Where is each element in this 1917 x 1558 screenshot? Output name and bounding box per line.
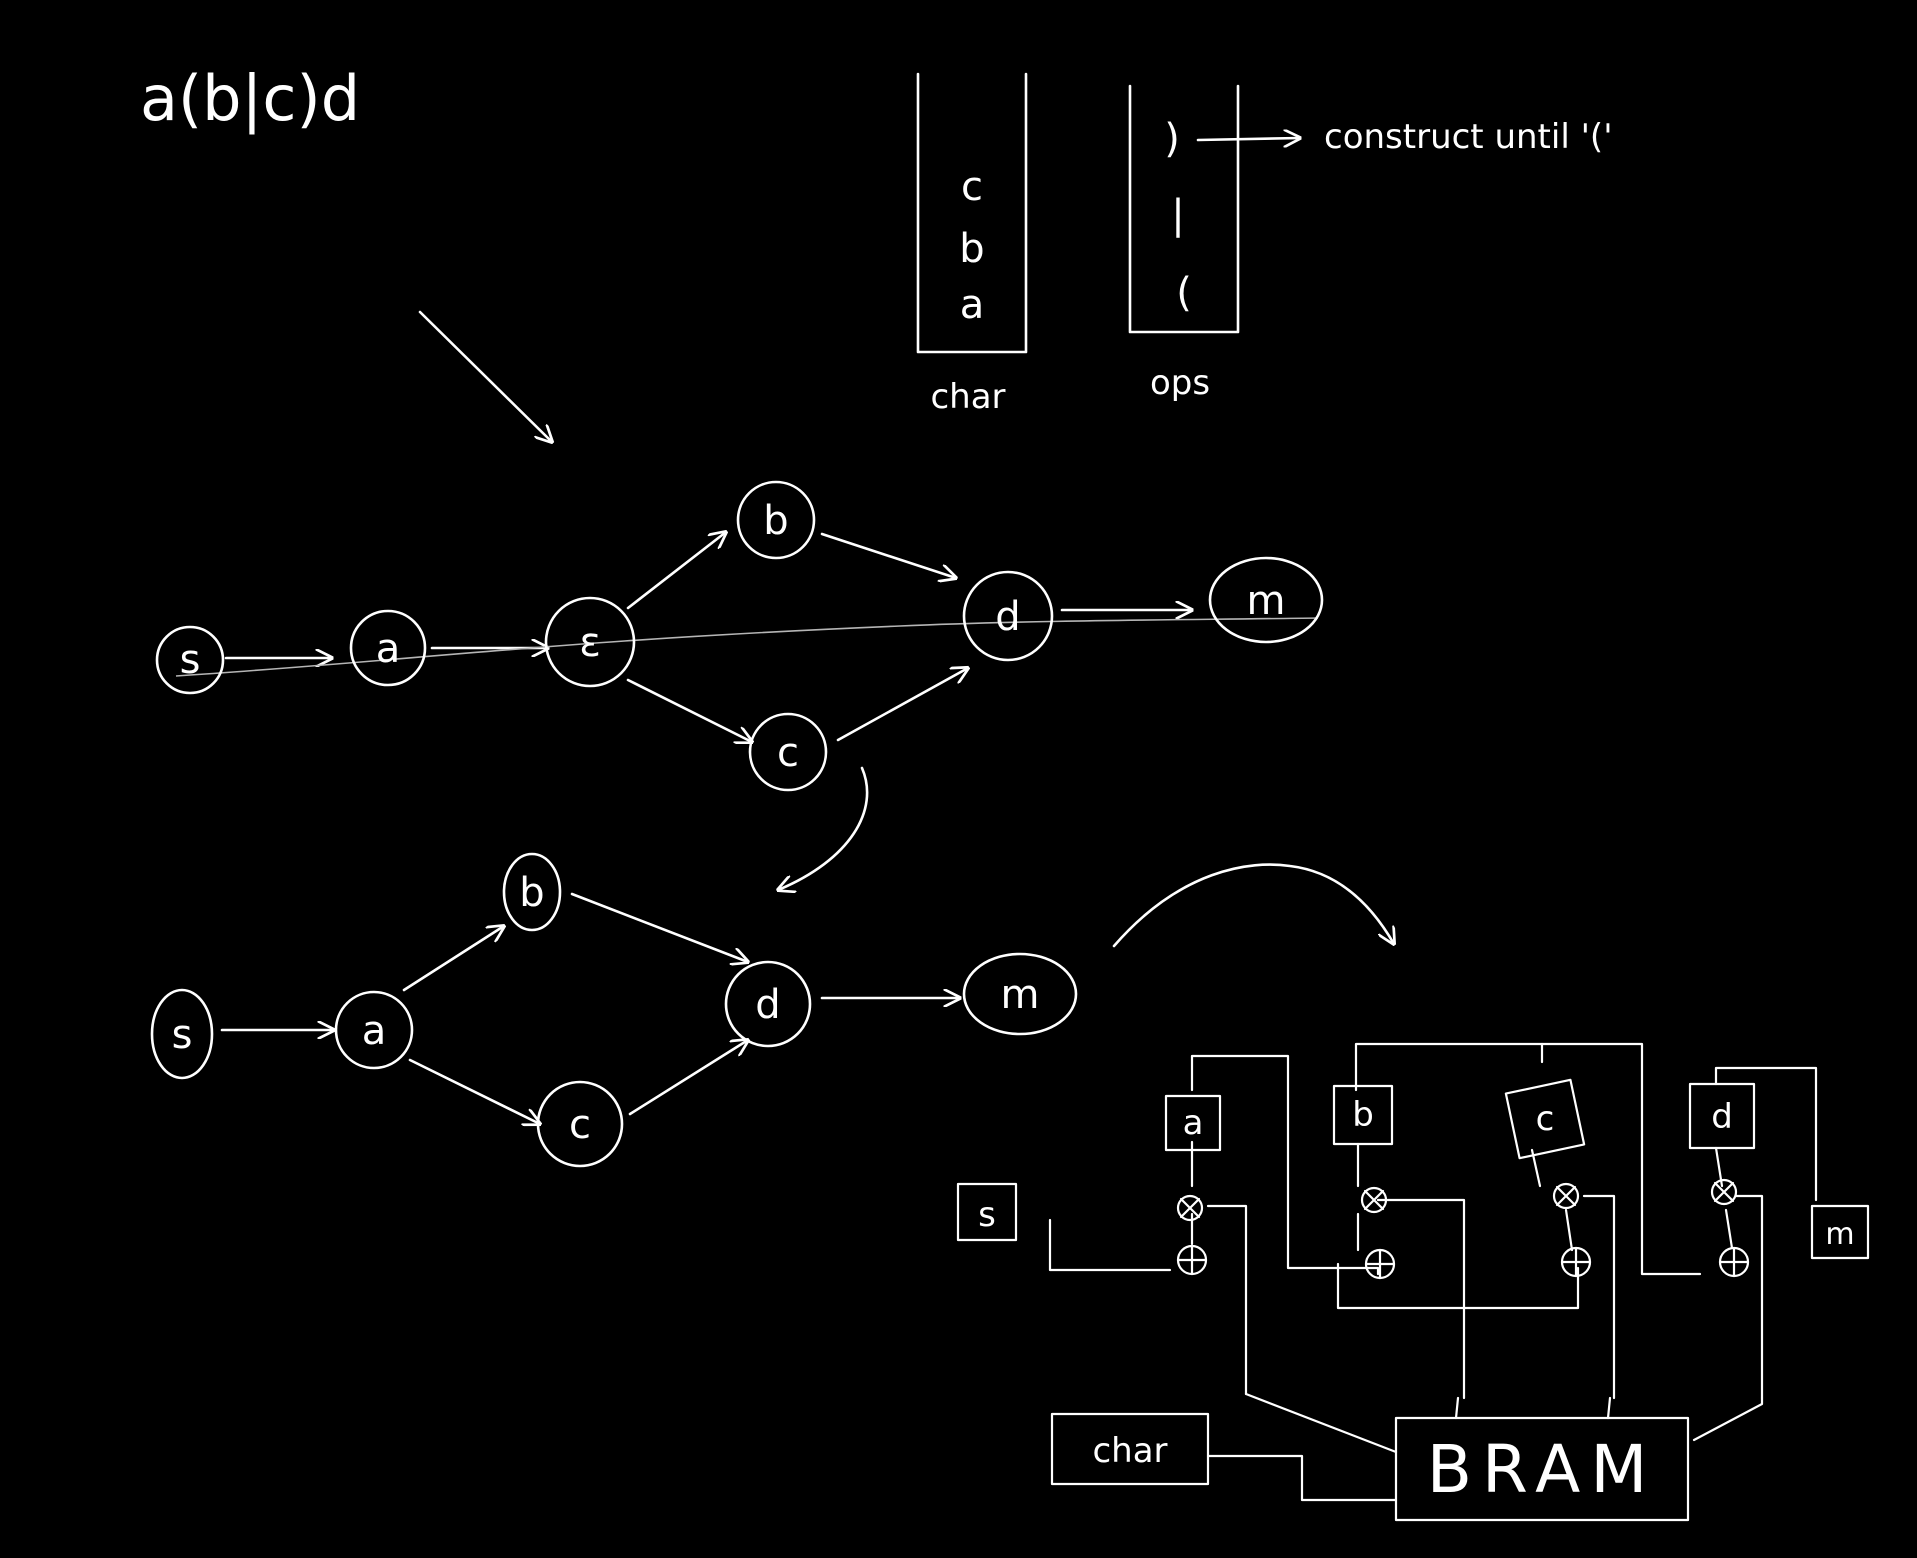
wire: [1190, 1054, 1380, 1276]
hardware-arrow: [1112, 863, 1394, 946]
wire: [1244, 1392, 1398, 1454]
or-gate: [1364, 1248, 1396, 1280]
transform-arrow: [418, 310, 552, 442]
state-b: [736, 480, 816, 560]
state-a-label: a: [376, 626, 401, 672]
wire: [1714, 1066, 1818, 1202]
state-b-label: b: [519, 870, 544, 916]
edge-b-d: [820, 532, 956, 578]
state-m: [962, 952, 1078, 1036]
construct-note: construct until '(': [1324, 117, 1613, 157]
state-m-label: m: [1247, 578, 1286, 624]
block-s-label: s: [978, 1195, 996, 1235]
char-stack: c b a char: [916, 72, 1028, 417]
state-a: [349, 609, 427, 687]
edge-a-c: [408, 1058, 540, 1124]
block-a-label: a: [1183, 1103, 1204, 1143]
bram-block: [1394, 1416, 1690, 1522]
wire: [1692, 1396, 1764, 1442]
ops-stack-item: (: [1176, 270, 1192, 316]
trace-line: [175, 617, 1319, 677]
ops-stack-item: |: [1171, 192, 1184, 238]
edge-b-d: [570, 892, 748, 962]
char-stack-label: char: [930, 377, 1005, 417]
and-gate: [1552, 1182, 1580, 1210]
edge-eps-b: [626, 532, 726, 610]
state-epsilon: [544, 596, 636, 688]
wire: [1734, 1194, 1764, 1400]
block-a: [1164, 1094, 1222, 1152]
char-stack-item: a: [960, 282, 985, 328]
ops-stack: ) | ( ops: [1128, 84, 1240, 403]
state-m-label: m: [1001, 972, 1040, 1018]
block-d-label: d: [1711, 1097, 1733, 1137]
state-s: [155, 625, 225, 695]
state-a-label: a: [362, 1008, 387, 1054]
edge-a-b: [402, 926, 504, 992]
ops-stack-item: ): [1164, 116, 1180, 162]
epsilon-nfa: s a ε b c d m: [155, 480, 1324, 792]
wire: [1048, 1218, 1172, 1272]
construct-arrow: [1196, 138, 1300, 140]
wire: [1206, 1454, 1398, 1502]
wire: [1454, 1396, 1460, 1420]
state-c: [748, 712, 828, 792]
char-input-block: [1050, 1412, 1210, 1486]
regex-title: a(b|c)d: [140, 62, 360, 136]
block-b-label: b: [1352, 1095, 1374, 1135]
state-d: [962, 570, 1054, 662]
state-s: [150, 988, 214, 1080]
reduced-nfa: s a b c d m: [150, 852, 1078, 1168]
char-stack-item: b: [959, 226, 984, 272]
block-m-label: m: [1825, 1217, 1854, 1252]
state-d-label: d: [755, 982, 780, 1028]
state-s-label: s: [180, 637, 201, 683]
state-c: [536, 1080, 624, 1168]
wire: [1606, 1396, 1612, 1420]
edge-eps-c: [626, 678, 752, 742]
wire: [1336, 1262, 1580, 1310]
state-c-label: c: [569, 1102, 591, 1148]
and-gate: [1360, 1186, 1388, 1214]
wire: [1376, 1198, 1466, 1400]
bram-label: BRAM: [1427, 1431, 1658, 1508]
and-gate: [1176, 1194, 1204, 1222]
wire: [1724, 1208, 1734, 1250]
block-m: [1810, 1204, 1870, 1260]
block-s: [956, 1182, 1018, 1242]
wire: [1354, 1042, 1702, 1276]
or-gate: [1176, 1244, 1208, 1276]
state-d-label: d: [995, 594, 1020, 640]
edge-c-d: [836, 668, 968, 742]
state-s-label: s: [172, 1012, 193, 1058]
state-b-label: b: [763, 498, 788, 544]
hardware-diagram: s a b c d m char BRAM: [956, 1042, 1870, 1522]
wire: [1564, 1208, 1574, 1252]
state-epsilon-label: ε: [579, 620, 601, 666]
reduce-arrow: [778, 766, 869, 890]
or-gate: [1560, 1246, 1592, 1278]
state-d: [724, 960, 812, 1048]
wire: [1206, 1204, 1248, 1396]
state-c-label: c: [777, 730, 799, 776]
char-input-label: char: [1092, 1431, 1167, 1471]
block-c: [1504, 1078, 1586, 1160]
char-stack-item: c: [961, 164, 983, 210]
and-gate: [1710, 1178, 1738, 1206]
state-b: [502, 852, 562, 932]
block-b: [1332, 1084, 1394, 1146]
or-gate: [1718, 1246, 1750, 1278]
state-m: [1208, 556, 1324, 644]
wire: [1582, 1194, 1616, 1400]
state-a: [334, 990, 414, 1070]
block-c-label: c: [1536, 1099, 1555, 1139]
block-d: [1688, 1082, 1756, 1150]
edge-c-d: [628, 1040, 748, 1116]
ops-stack-label: ops: [1150, 363, 1210, 403]
